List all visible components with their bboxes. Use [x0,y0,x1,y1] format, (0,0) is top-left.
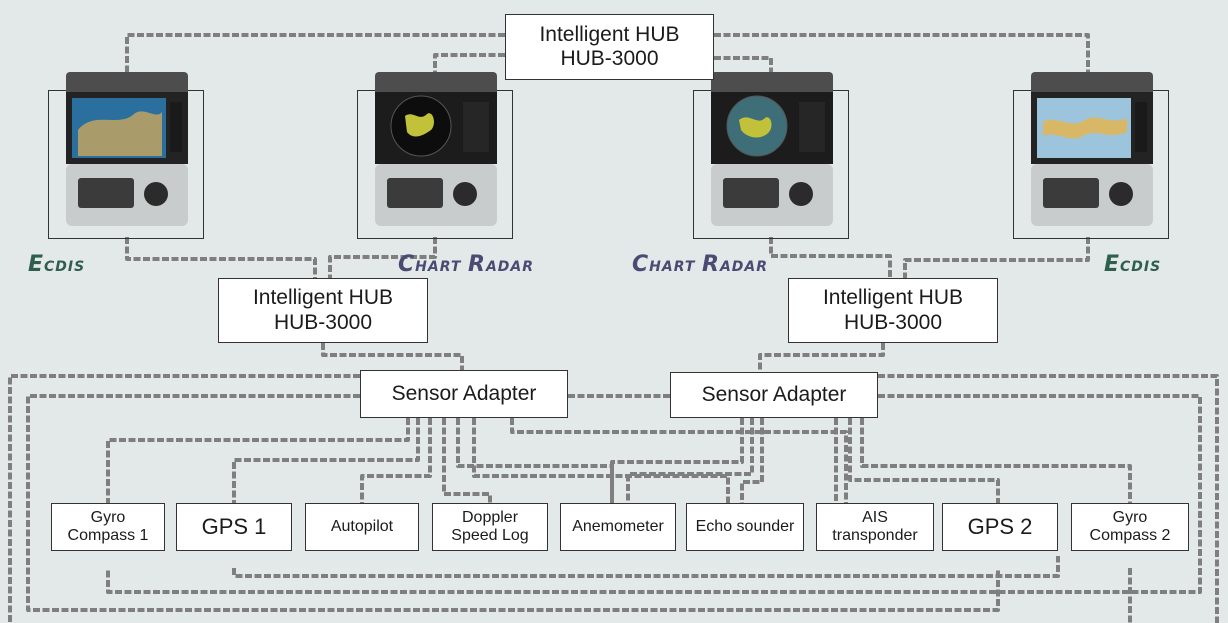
chart-radar-label-left: Chart Radar [398,252,534,277]
cable [26,394,1000,612]
hub-title: Intelligent HUB [822,286,964,310]
sensor-label-line1: AIS [862,508,888,526]
intelligent-hub-left[interactable]: Intelligent HUB HUB-3000 [218,278,428,343]
cable [125,33,505,92]
hub-title: Intelligent HUB [539,22,680,46]
sensor-gps-2[interactable]: GPS 2 [942,503,1058,551]
intelligent-hub-right[interactable]: Intelligent HUB HUB-3000 [788,278,998,343]
ecdis-label-right: Ecdis [1104,252,1161,277]
radar-label-rest: adar [719,259,769,275]
cable [232,556,1060,578]
radar-console-left[interactable] [373,70,499,230]
radar-echo [405,113,434,137]
radar-label-initial: R [468,252,486,277]
ecdis-label-initial: E [28,252,45,277]
hub-model: HUB-3000 [843,310,943,334]
cable [758,343,885,372]
cable [903,237,1090,278]
cable [433,53,505,73]
chart-label-rest: hart [649,259,696,275]
sensor-doppler-speed-log[interactable]: Doppler Speed Log [432,503,548,551]
chart-label-initial: C [398,252,416,277]
adapter-label: Sensor Adapter [391,381,537,405]
cable [510,418,848,503]
sensor-anemometer[interactable]: Anemometer [560,503,676,551]
chart-radar-label-right: Chart Radar [632,252,768,277]
sensor-label-line2: transponder [832,527,918,544]
sensor-label-line2: Speed Log [451,527,529,544]
cable [714,56,773,78]
hub-title: Intelligent HUB [252,286,394,310]
ecdis-console-left[interactable] [64,70,190,230]
cable [232,418,420,503]
chart-label-rest: hart [415,259,462,275]
ecdis-label-rest: cdis [1120,259,1162,275]
sensor-label-line2: Compass 2 [1089,527,1171,544]
cable [740,418,764,503]
sensor-adapter-left[interactable]: Sensor Adapter [360,370,568,418]
hub-model: HUB-3000 [273,310,373,334]
cable [626,418,754,503]
sensor-label-line1: Gyro [1112,508,1148,526]
sensor-gyro-compass-1[interactable]: Gyro Compass 1 [51,503,165,551]
cable [8,374,360,623]
sensor-label: Echo sounder [695,517,795,535]
sensor-label-line1: Doppler [461,508,519,526]
ecdis-console-right[interactable] [1029,70,1155,230]
sensor-ais-transponder[interactable]: AIS transponder [816,503,934,551]
cable [848,418,1000,503]
cable [321,343,464,370]
intelligent-hub-top[interactable]: Intelligent HUB HUB-3000 [505,14,714,80]
cable [106,394,1202,594]
radar-label-rest: adar [485,259,535,275]
ecdis-label-initial: E [1104,252,1121,277]
sensor-autopilot[interactable]: Autopilot [305,503,419,551]
cable [328,237,437,278]
sensor-echo-sounder[interactable]: Echo sounder [686,503,804,551]
sensor-gps-1[interactable]: GPS 1 [176,503,292,551]
cable [769,237,892,278]
hub-model: HUB-3000 [560,47,659,70]
cable [106,418,410,503]
cable [360,418,432,503]
sensor-label-line1: Gyro [90,508,126,526]
cable [442,418,492,503]
cable [472,418,730,503]
cable [714,33,1090,90]
radar-echo [739,117,772,138]
sensor-adapter-right[interactable]: Sensor Adapter [670,372,878,418]
ecdis-label-left: Ecdis [28,252,85,277]
adapter-label: Sensor Adapter [701,382,847,406]
sensor-gyro-compass-2[interactable]: Gyro Compass 2 [1071,503,1189,551]
radar-label-initial: R [702,252,720,277]
cable [125,237,317,278]
cable [878,374,1219,623]
sensor-label: Anemometer [572,517,664,535]
ecdis-label-rest: cdis [44,259,86,275]
sensor-label: GPS 1 [201,514,267,540]
cable [860,418,1132,503]
sensor-label-line2: Compass 1 [67,527,149,544]
sensor-label: Autopilot [330,517,394,535]
chart-label-initial: C [632,252,650,277]
cable [610,418,744,503]
radar-console-right[interactable] [709,70,835,230]
sensor-label: GPS 2 [967,514,1033,540]
